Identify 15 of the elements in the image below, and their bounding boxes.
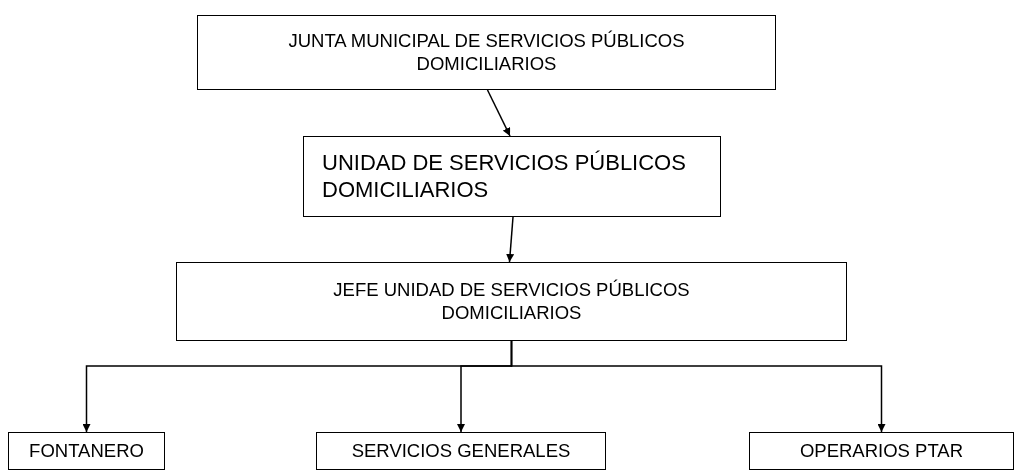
org-box bbox=[316, 432, 606, 470]
org-box bbox=[176, 262, 847, 341]
box-label: FONTANERO bbox=[29, 439, 144, 463]
org-box bbox=[749, 432, 1014, 470]
box-label: OPERARIOS PTAR bbox=[799, 439, 964, 463]
box-label: JUNTA MUNICIPAL DE SERVICIOS PÚBLICOS DOMICILIARIOS bbox=[287, 30, 686, 75]
org-box bbox=[8, 432, 165, 470]
connector-arrow bbox=[506, 216, 515, 263]
box-label: JEFE UNIDAD DE SERVICIOS PÚBLICOS DOMICILIARIOS bbox=[332, 279, 691, 324]
box-label: UNIDAD DE SERVICIOS PÚBLICOS DOMICILIARIOS bbox=[322, 150, 687, 203]
connector-arrow bbox=[510, 340, 886, 433]
org-box bbox=[197, 15, 776, 90]
org-box bbox=[303, 136, 721, 217]
box-label: SERVICIOS GENERALES bbox=[351, 439, 571, 463]
connector-arrow bbox=[486, 89, 511, 137]
